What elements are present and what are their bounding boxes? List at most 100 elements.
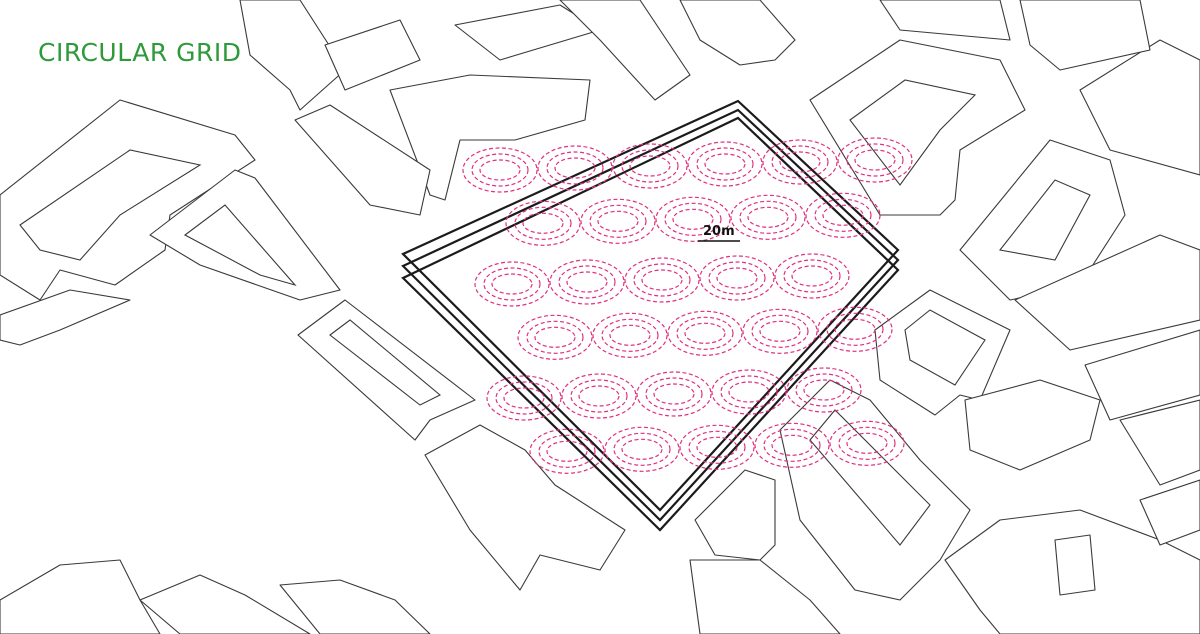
scale-annotation: 20m bbox=[698, 224, 740, 242]
grid-circle-ring bbox=[592, 312, 668, 358]
grid-circle-ring bbox=[633, 263, 691, 297]
grid-circle-ring bbox=[566, 271, 608, 293]
grid-circle-ring bbox=[609, 324, 651, 346]
grid-circle bbox=[612, 143, 688, 189]
grid-circle-ring bbox=[522, 212, 564, 234]
grid-circle bbox=[687, 141, 763, 187]
grid-circle-ring bbox=[854, 149, 896, 171]
grid-circle-ring bbox=[538, 434, 596, 468]
diagram-title: CIRCULAR GRID bbox=[38, 38, 242, 67]
grid-circle-ring bbox=[739, 200, 797, 234]
grid-circle-ring bbox=[629, 155, 671, 177]
grid-circle-ring bbox=[580, 198, 656, 244]
grid-circle-ring bbox=[846, 432, 888, 454]
grid-circle-ring bbox=[684, 322, 726, 344]
grid-circle-ring bbox=[641, 269, 683, 291]
grid-circle bbox=[762, 139, 838, 185]
building-block bbox=[779, 379, 971, 601]
grid-circle-ring bbox=[613, 432, 671, 466]
grid-circle-ring bbox=[612, 143, 688, 189]
grid-circle bbox=[786, 367, 862, 413]
grid-circle bbox=[667, 310, 743, 356]
grid-circle-ring bbox=[759, 320, 801, 342]
grid-circle-ring bbox=[762, 139, 838, 185]
grid-circle-ring bbox=[696, 436, 738, 458]
grid-circle-ring bbox=[814, 198, 872, 232]
grid-circle bbox=[805, 192, 881, 238]
grid-circle-ring bbox=[779, 151, 821, 173]
grid-circle-ring bbox=[838, 426, 896, 460]
building-block bbox=[689, 559, 841, 634]
grid-circle-ring bbox=[561, 373, 637, 419]
grid-circle-ring bbox=[546, 440, 588, 462]
grid-circle-ring bbox=[795, 373, 853, 407]
grid-circle bbox=[829, 420, 905, 466]
grid-circle-ring bbox=[774, 253, 850, 299]
grid-circle-ring bbox=[601, 318, 659, 352]
building-block bbox=[424, 424, 626, 591]
grid-circle-ring bbox=[483, 267, 541, 301]
grid-circle-ring bbox=[645, 377, 703, 411]
building-courtyard bbox=[19, 149, 202, 261]
building-block bbox=[679, 0, 796, 66]
building-block bbox=[1019, 0, 1151, 71]
grid-circle-ring bbox=[655, 196, 731, 242]
building-block bbox=[0, 559, 161, 634]
grid-circle-ring bbox=[537, 145, 613, 191]
grid-circle-ring bbox=[636, 371, 712, 417]
grid-circle-ring bbox=[486, 375, 562, 421]
grid-circle bbox=[592, 312, 668, 358]
grid-circle-ring bbox=[771, 434, 813, 456]
grid-circle-ring bbox=[549, 259, 625, 305]
grid-circle bbox=[699, 255, 775, 301]
grid-circle bbox=[679, 424, 755, 470]
building-block bbox=[1119, 399, 1200, 486]
grid-circle-ring bbox=[826, 312, 884, 346]
building-block bbox=[694, 469, 776, 561]
building-block bbox=[879, 0, 1011, 41]
building-courtyard bbox=[183, 204, 297, 287]
building-block bbox=[297, 299, 476, 441]
grid-circle-ring bbox=[604, 426, 680, 472]
slab-layer-top bbox=[401, 99, 900, 512]
grid-circle-ring bbox=[517, 314, 593, 360]
grid-circle bbox=[549, 259, 625, 305]
grid-circle-ring bbox=[783, 259, 841, 293]
building-block bbox=[389, 74, 591, 201]
grid-circle bbox=[624, 257, 700, 303]
grid-circle bbox=[817, 306, 893, 352]
grid-circle-ring bbox=[846, 143, 904, 177]
grid-circle bbox=[462, 147, 538, 193]
scale-label: 20m bbox=[703, 224, 735, 239]
building-block bbox=[1139, 479, 1200, 546]
grid-circle-ring bbox=[546, 151, 604, 185]
grid-circle-ring bbox=[479, 159, 521, 181]
building-courtyard bbox=[904, 309, 986, 386]
building-courtyard bbox=[329, 319, 441, 406]
grid-circle-ring bbox=[529, 428, 605, 474]
grid-circle-ring bbox=[495, 381, 553, 415]
grid-circle bbox=[537, 145, 613, 191]
grid-circle-ring bbox=[716, 267, 758, 289]
grid-circle-ring bbox=[471, 153, 529, 187]
grid-circle-ring bbox=[834, 318, 876, 340]
grid-circle-ring bbox=[676, 316, 734, 350]
grid-circle-ring bbox=[720, 375, 778, 409]
grid-circle-ring bbox=[803, 379, 845, 401]
grid-circle-ring bbox=[817, 306, 893, 352]
building-block bbox=[294, 104, 431, 216]
grid-circle-ring bbox=[696, 147, 754, 181]
building-block bbox=[279, 579, 431, 634]
grid-circle bbox=[486, 375, 562, 421]
grid-circle-ring bbox=[822, 204, 864, 226]
grid-circle bbox=[754, 422, 830, 468]
grid-circle-ring bbox=[688, 430, 746, 464]
grid-circle-ring bbox=[570, 379, 628, 413]
grid-circle-ring bbox=[730, 194, 806, 240]
grid-circle-ring bbox=[558, 265, 616, 299]
building-block bbox=[1014, 234, 1200, 351]
grid-circle bbox=[774, 253, 850, 299]
building-block bbox=[149, 169, 341, 301]
